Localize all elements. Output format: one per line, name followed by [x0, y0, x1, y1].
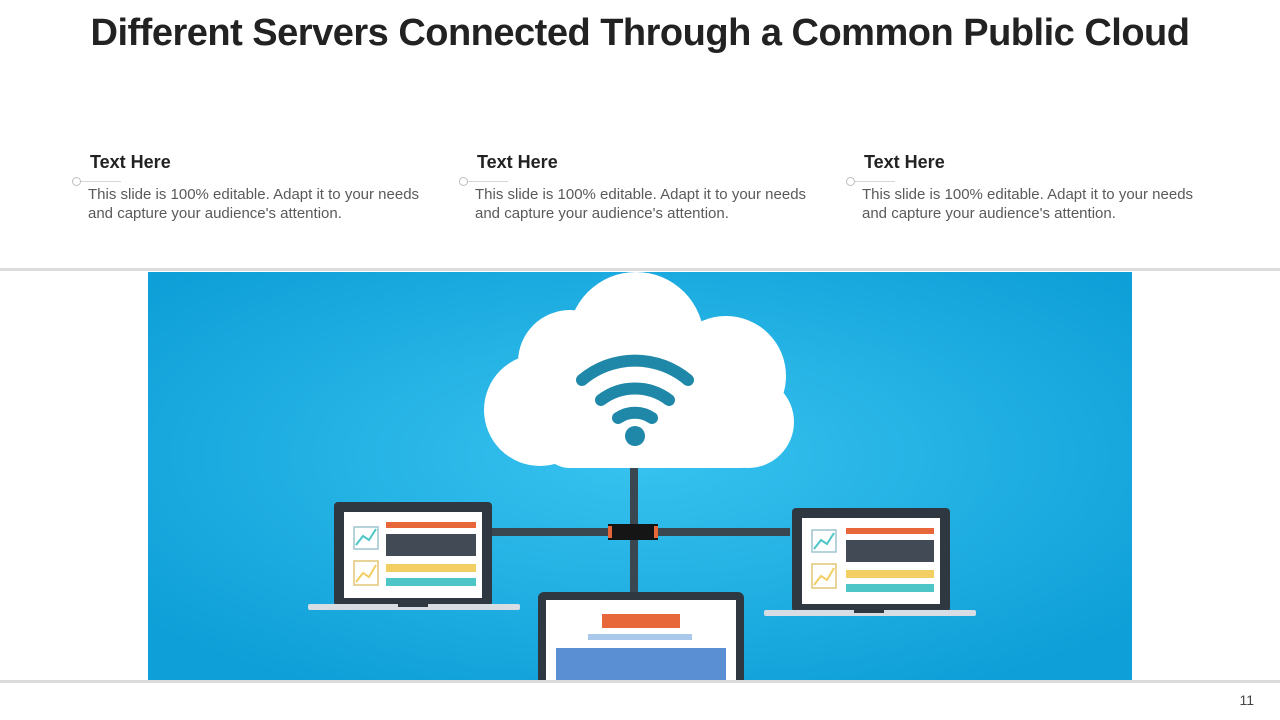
network-cables [490, 468, 790, 592]
monitor-icon [538, 592, 744, 680]
slide-title: Different Servers Connected Through a Co… [90, 12, 1190, 54]
divider-bottom [0, 680, 1280, 683]
bullet-dot [72, 177, 81, 186]
column-body: This slide is 100% editable. Adapt it to… [88, 186, 420, 222]
bullet-line [468, 181, 508, 182]
column-body: This slide is 100% editable. Adapt it to… [475, 186, 807, 222]
bullet-line [855, 181, 895, 182]
cloud-icon [484, 272, 794, 468]
column-body: This slide is 100% editable. Adapt it to… [862, 186, 1194, 222]
text-column-1: Text Here This slide is 100% editable. A… [72, 152, 428, 223]
bullet-dot [846, 177, 855, 186]
divider-top [0, 268, 1280, 271]
page-number: 11 [1239, 692, 1254, 708]
laptop-icon [764, 508, 976, 616]
laptop-icon [308, 502, 520, 610]
wifi-dot [625, 426, 645, 446]
column-heading: Text Here [477, 152, 558, 172]
bullet-dot [459, 177, 468, 186]
bullet-line [81, 181, 121, 182]
wifi-icon [576, 354, 694, 424]
text-column-2: Text Here This slide is 100% editable. A… [459, 152, 815, 223]
column-heading: Text Here [864, 152, 945, 172]
column-heading: Text Here [90, 152, 171, 172]
cloud-network-illustration [148, 272, 1132, 680]
text-column-3: Text Here This slide is 100% editable. A… [846, 152, 1202, 223]
